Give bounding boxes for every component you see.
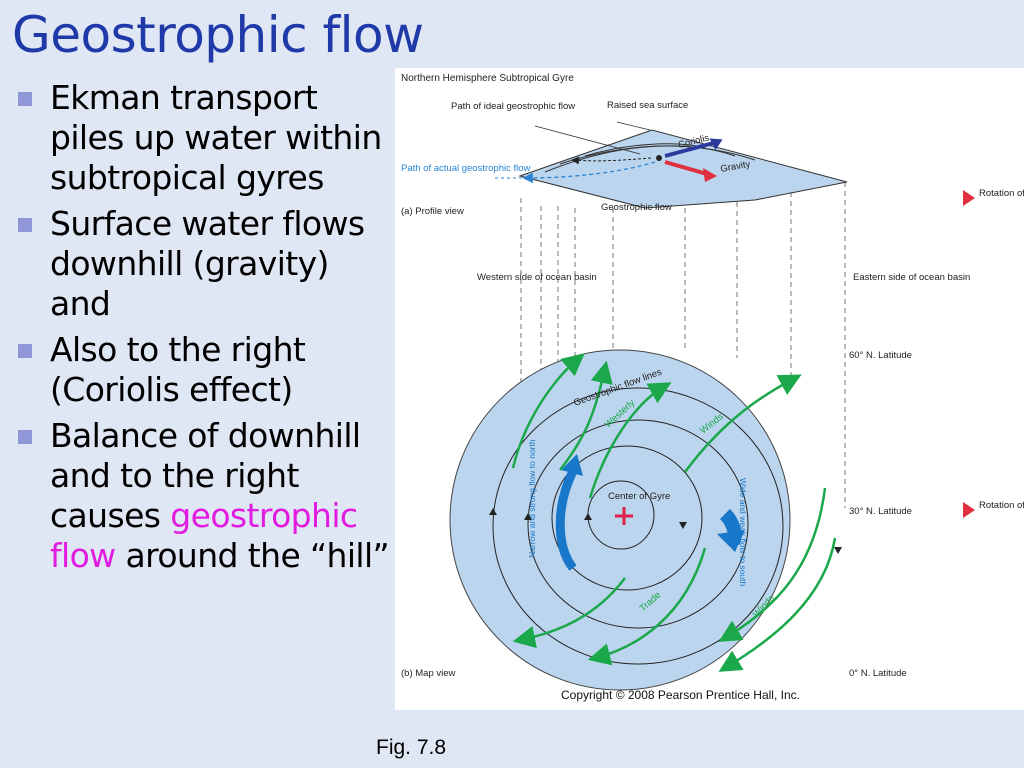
map-view-label: (b) Map view: [401, 668, 456, 679]
rotation-label-bottom: Rotation of Earth: [979, 500, 1024, 511]
gravity-arrow-head: [703, 168, 717, 182]
western-side-label: Western side of ocean basin: [477, 272, 597, 283]
ideal-path-label: Path of ideal geostrophic flow: [451, 101, 575, 112]
copyright-text: Copyright © 2008 Pearson Prentice Hall, …: [561, 688, 800, 702]
center-label: Center of Gyre: [608, 491, 670, 502]
profile-view-label: (a) Profile view: [401, 206, 464, 217]
bullet-list: Ekman transport piles up water within su…: [14, 78, 394, 582]
coriolis-arrow: [664, 140, 718, 158]
actual-path-label: Path of actual geostrophic flow: [401, 163, 531, 174]
wide-weak-label: Wide and weak flow to south: [738, 478, 748, 586]
water-parcel-dot: [656, 155, 662, 161]
geostrophic-flow-label: Geostrophic flow: [601, 202, 672, 213]
bullet-marker: [18, 430, 32, 444]
flow-line-outer: [492, 387, 784, 665]
ideal-path-line: [571, 156, 652, 165]
flow-arrow: [834, 547, 842, 554]
bullet-marker: [18, 344, 32, 358]
map-view: [449, 349, 842, 691]
rotation-label-top: Rotation of Earth: [979, 188, 1024, 199]
flow-arrow: [584, 513, 592, 520]
slide-title: Geostrophic flow: [12, 6, 424, 64]
bullet-gravity: Surface water flows downhill (gravity) a…: [14, 204, 394, 324]
ideal-path-leader: [534, 125, 641, 155]
profile-view: [495, 121, 848, 209]
bullet-ekman: Ekman transport piles up water within su…: [14, 78, 394, 198]
bullet-marker: [18, 92, 32, 106]
wide-weak-arrow-head: [717, 530, 745, 552]
raised-leader: [616, 121, 651, 131]
flow-line-mid: [527, 419, 749, 629]
coriolis-arrow-head: [709, 138, 723, 150]
flow-arrow: [679, 522, 687, 529]
gyre-basin: [449, 349, 791, 691]
gravity-arrow: [664, 160, 708, 176]
rotation-arrow-bottom-head: [963, 502, 975, 518]
narrow-strong-label: Narrow and strong flow to north: [527, 439, 537, 558]
bullet-marker: [18, 218, 32, 232]
profile-contour: [559, 145, 736, 165]
lat-30-label: 30° N. Latitude: [849, 506, 912, 517]
profile-contour: [584, 143, 706, 157]
highlight-geostrophic: geostrophic flow: [50, 496, 358, 575]
rotation-arrow-top-head: [963, 190, 975, 206]
figure-title: Northern Hemisphere Subtropical Gyre: [401, 73, 574, 84]
bullet-balance: Balance of downhill and to the right cau…: [14, 416, 394, 576]
gyre-figure: Northern Hemisphere Subtropical Gyre Pat…: [395, 68, 1024, 710]
gravity-label: Gravity: [720, 159, 752, 175]
eastern-side-label: Eastern side of ocean basin: [853, 272, 970, 283]
actual-path-line: [522, 161, 656, 184]
lat-60-label: 60° N. Latitude: [849, 350, 912, 361]
narrow-strong-arrow-head: [561, 454, 583, 476]
flow-arrow: [524, 513, 532, 520]
flow-arrow: [489, 508, 497, 515]
gyre-diagram: Northern Hemisphere Subtropical Gyre Pat…: [401, 73, 1024, 702]
wind-arrows: [511, 353, 837, 672]
raised-surface-label: Raised sea surface: [607, 100, 688, 111]
bullet-coriolis: Also to the right (Coriolis effect): [14, 330, 394, 410]
flow-line-inner: [551, 445, 703, 591]
lat-0-label: 0° N. Latitude: [849, 668, 907, 679]
narrow-strong-arrow: [555, 469, 578, 571]
figure-caption: Fig. 7.8: [376, 736, 447, 759]
